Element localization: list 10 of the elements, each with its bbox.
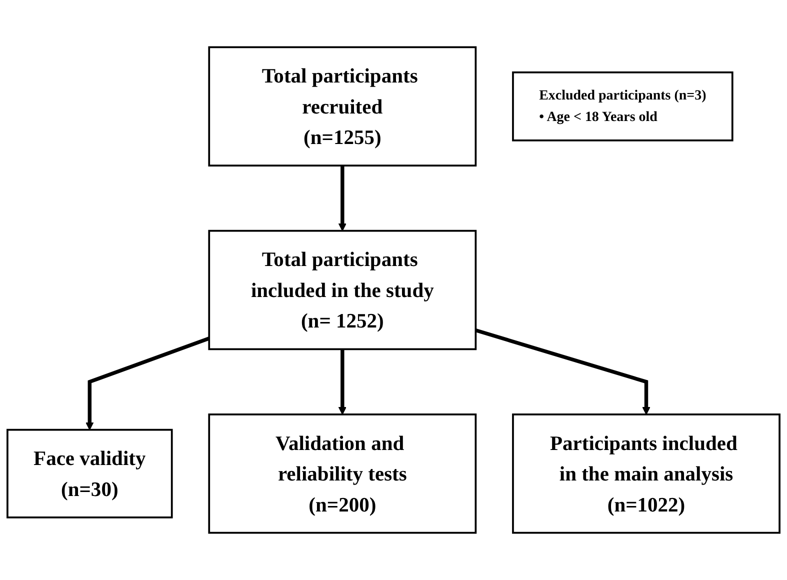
node-box: Excluded participants (n=3) • Age < 18 Years old — [512, 71, 734, 142]
arrow — [338, 349, 347, 415]
arrow — [86, 336, 210, 430]
node-box: Validation and reliability tests (n=200) — [208, 414, 477, 534]
arrow — [475, 328, 650, 415]
node-box: Face validity (n=30) — [6, 428, 173, 518]
arrow — [338, 166, 347, 232]
node-box: Total participants recruited (n=1255) — [208, 46, 477, 166]
node-box: Total participants included in the study (n= 1252) — [208, 230, 477, 350]
node-box: Participants included in the main analysis (n=1022) — [512, 414, 780, 534]
